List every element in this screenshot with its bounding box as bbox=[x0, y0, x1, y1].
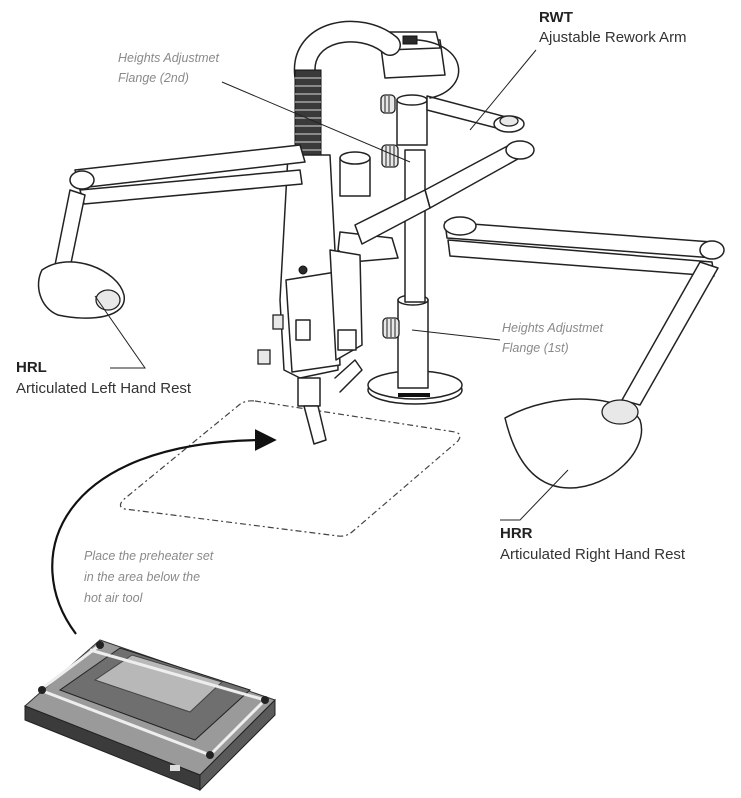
preheater bbox=[24, 639, 276, 792]
left-hand-rest bbox=[37, 144, 371, 319]
leader-flange-1st bbox=[411, 329, 501, 341]
rwt-code: RWT bbox=[539, 9, 573, 26]
right-hand-rest bbox=[443, 216, 725, 489]
flange-1st-note-line2: Flange (1st) bbox=[502, 341, 569, 355]
placement-arrow bbox=[51, 429, 277, 635]
flange-1st-note-line1: Heights Adjustmet bbox=[502, 321, 603, 335]
hot-air-handle bbox=[257, 20, 401, 445]
preheater-note-line1: Place the preheater set bbox=[84, 549, 214, 563]
hrr-name: Articulated Right Hand Rest bbox=[500, 546, 686, 563]
stand-base bbox=[367, 94, 463, 405]
flange-knob-2nd bbox=[381, 144, 399, 168]
rwt-name: Ajustable Rework Arm bbox=[539, 29, 687, 46]
hrl-name: Articulated Left Hand Rest bbox=[16, 380, 192, 397]
preheater-note-line3: hot air tool bbox=[84, 591, 144, 605]
hrr-code: HRR bbox=[500, 525, 533, 542]
hrl-code: HRL bbox=[16, 359, 47, 376]
flange-knob-top bbox=[380, 94, 396, 114]
flange-2nd-note-line1: Heights Adjustmet bbox=[118, 51, 219, 65]
preheater-note-line2: in the area below the bbox=[84, 570, 200, 584]
flange-2nd-note-line2: Flange (2nd) bbox=[118, 71, 189, 85]
placement-area-outline bbox=[119, 400, 461, 537]
leader-rwt bbox=[469, 49, 537, 131]
leader-hrr bbox=[500, 469, 569, 521]
leader-flange-2nd bbox=[221, 81, 411, 163]
flange-knob-1st bbox=[382, 317, 400, 339]
leader-hrl bbox=[94, 295, 146, 369]
